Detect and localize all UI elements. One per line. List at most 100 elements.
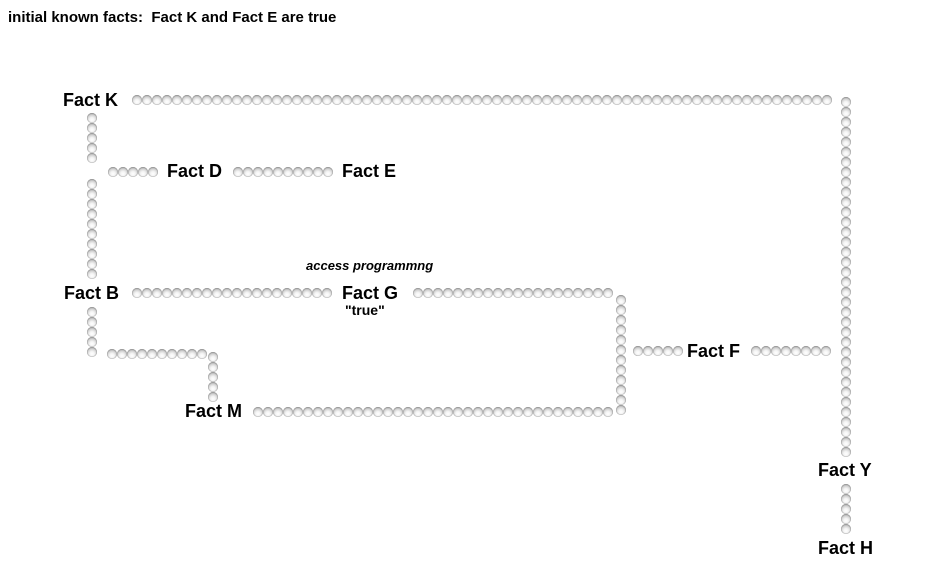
bead <box>463 407 473 417</box>
bead <box>616 305 626 315</box>
bead <box>293 407 303 417</box>
bead <box>841 187 851 197</box>
bead <box>663 346 673 356</box>
bead <box>502 95 512 105</box>
bead <box>673 346 683 356</box>
bead <box>612 95 622 105</box>
bead <box>841 504 851 514</box>
bead <box>87 229 97 239</box>
bead <box>172 288 182 298</box>
bead <box>157 349 167 359</box>
fact-e-label: Fact E <box>342 161 397 181</box>
bead <box>513 407 523 417</box>
bead <box>232 95 242 105</box>
bead <box>472 95 482 105</box>
fact-h-label: Fact H <box>818 538 874 558</box>
bead <box>841 427 851 437</box>
bead <box>771 346 781 356</box>
bead <box>87 189 97 199</box>
bead <box>573 407 583 417</box>
bead <box>363 407 373 417</box>
bead <box>483 407 493 417</box>
bead <box>672 95 682 105</box>
bead <box>272 95 282 105</box>
bead <box>313 407 323 417</box>
bead <box>483 288 493 298</box>
bead <box>177 349 187 359</box>
bead <box>302 95 312 105</box>
bead <box>208 392 218 402</box>
bead <box>841 387 851 397</box>
bead <box>132 95 142 105</box>
access-programming-note: access programmng <box>306 258 434 273</box>
bead <box>243 167 253 177</box>
bead <box>811 346 821 356</box>
bead <box>512 95 522 105</box>
bead <box>87 113 97 123</box>
bead <box>442 95 452 105</box>
bead <box>208 362 218 372</box>
bead <box>313 167 323 177</box>
bead <box>812 95 822 105</box>
bead <box>841 377 851 387</box>
bead <box>167 349 177 359</box>
bead <box>87 259 97 269</box>
bead <box>643 346 653 356</box>
bead <box>642 95 652 105</box>
bead <box>433 407 443 417</box>
bead <box>616 335 626 345</box>
bead <box>493 407 503 417</box>
bead <box>841 247 851 257</box>
bead <box>87 249 97 259</box>
bead <box>652 95 662 105</box>
bead <box>841 197 851 207</box>
bead <box>187 349 197 359</box>
bead <box>138 167 148 177</box>
bead <box>841 277 851 287</box>
bead <box>323 407 333 417</box>
bead <box>162 95 172 105</box>
bead <box>252 288 262 298</box>
bead <box>382 95 392 105</box>
bead <box>293 167 303 177</box>
bead <box>263 407 273 417</box>
bead <box>616 375 626 385</box>
bead <box>583 288 593 298</box>
bead <box>242 288 252 298</box>
bead <box>792 95 802 105</box>
bead <box>353 407 363 417</box>
bead <box>208 382 218 392</box>
bead <box>841 167 851 177</box>
bead <box>532 95 542 105</box>
bead <box>503 407 513 417</box>
bead <box>462 95 472 105</box>
bead <box>593 288 603 298</box>
bead <box>841 347 851 357</box>
bead <box>543 407 553 417</box>
bead <box>603 288 613 298</box>
bead <box>182 288 192 298</box>
bead <box>253 167 263 177</box>
bead <box>533 288 543 298</box>
bead <box>87 307 97 317</box>
bead <box>761 346 771 356</box>
bead <box>192 95 202 105</box>
bead <box>781 346 791 356</box>
bead <box>503 288 513 298</box>
bead <box>87 133 97 143</box>
bead <box>582 95 592 105</box>
bead <box>412 95 422 105</box>
bead <box>633 346 643 356</box>
bead <box>841 447 851 457</box>
bead <box>841 227 851 237</box>
bead <box>262 95 272 105</box>
bead <box>128 167 138 177</box>
bead <box>87 123 97 133</box>
bead <box>583 407 593 417</box>
bead <box>87 219 97 229</box>
bead <box>147 349 157 359</box>
bead <box>148 167 158 177</box>
bead <box>616 365 626 375</box>
bead <box>562 95 572 105</box>
bead <box>751 346 761 356</box>
